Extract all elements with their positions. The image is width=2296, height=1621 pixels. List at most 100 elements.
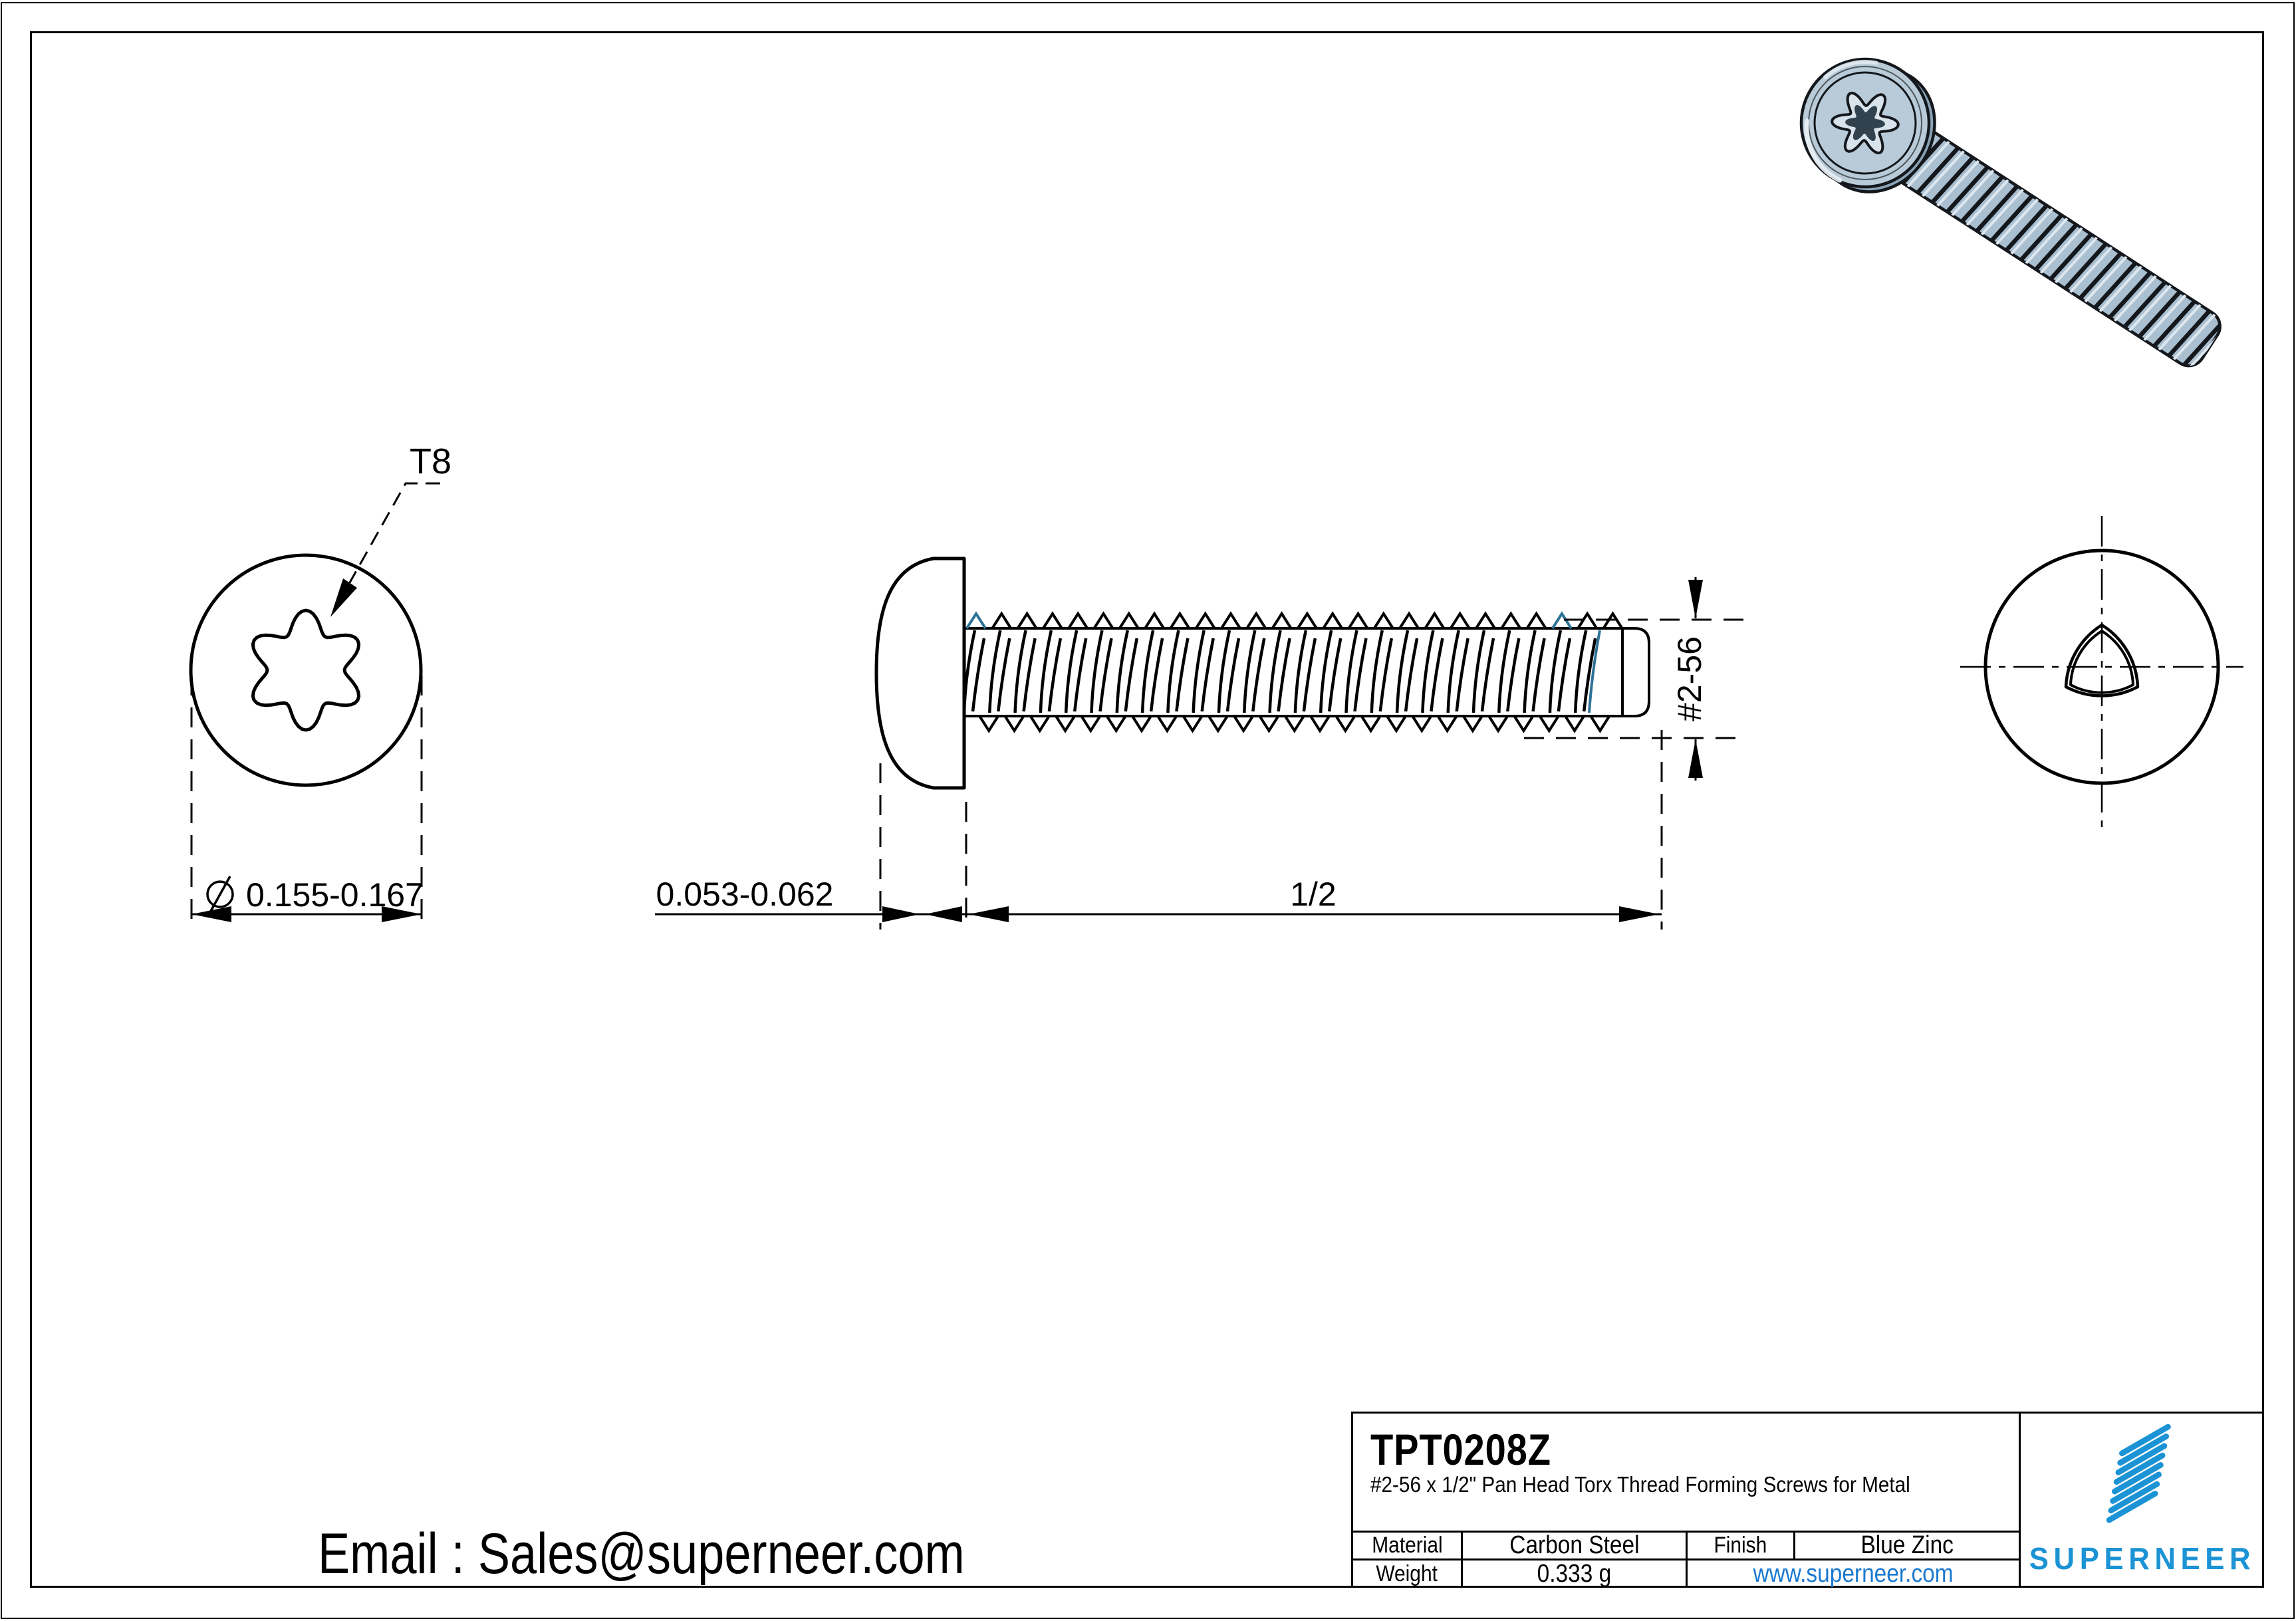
logo-stripe xyxy=(2113,1452,2166,1485)
thread-flank xyxy=(1471,630,1486,713)
thread-flank xyxy=(988,630,1002,713)
sheet-inner-frame xyxy=(30,31,2264,1588)
website-link[interactable]: www.superneer.com xyxy=(1753,1560,1954,1588)
thread-ridge-3d xyxy=(1958,173,2006,225)
thread-flank xyxy=(1557,638,1572,712)
thread-crest-bottom xyxy=(978,715,999,733)
thread-ridge-3d xyxy=(2033,221,2080,273)
part-number: TPT0208Z xyxy=(1370,1425,1551,1474)
thread-flank xyxy=(1064,630,1079,713)
thread-crest-bottom xyxy=(1080,715,1102,733)
thread-highlight-3d xyxy=(1951,169,1995,217)
thread-crest-bottom xyxy=(1055,715,1076,733)
title-block: TPT0208Z #2-56 x 1/2" Pan Head Torx Thre… xyxy=(1351,1412,2264,1588)
thread-flank xyxy=(1302,638,1317,712)
thread-ridge-3d xyxy=(2106,269,2154,321)
thread-ridge-3d xyxy=(2017,211,2065,263)
thread-flank xyxy=(1149,638,1164,712)
thread-forming-zone-flank xyxy=(1588,630,1601,713)
contact-email: Email : Sales@superneer.com xyxy=(318,1522,965,1586)
thread-crest-top xyxy=(991,611,1012,630)
thread-flank xyxy=(1421,630,1435,713)
thread-ridge-3d xyxy=(2166,307,2213,360)
thread-flank xyxy=(1200,638,1215,712)
thread-flank xyxy=(1497,630,1511,713)
thread-crest-top xyxy=(1424,611,1446,630)
thread-flank xyxy=(1531,638,1546,712)
thread-ridge-3d xyxy=(1929,154,1976,206)
thread-ridge-3d xyxy=(2136,288,2183,340)
thread-crest-top xyxy=(1042,611,1063,630)
thread-crest-bottom xyxy=(1182,715,1204,733)
thread-flank xyxy=(1523,630,1537,713)
length-arrow-right xyxy=(1619,906,1659,922)
thread-ridge-3d xyxy=(2092,259,2139,311)
material-value: Carbon Steel xyxy=(1509,1531,1640,1559)
side-view: #2-56 0.053-0.062 1/2 xyxy=(655,557,1746,930)
diameter-symbol xyxy=(206,876,234,913)
material-label: Material xyxy=(1371,1533,1443,1558)
thread-crest-top xyxy=(1450,611,1471,630)
thread-flank xyxy=(1277,638,1291,712)
material-label-cell: Material xyxy=(1353,1533,1463,1559)
thread-flank xyxy=(1047,638,1063,712)
head-highlight2-3d xyxy=(1823,60,1878,80)
weight-label-cell: Weight xyxy=(1353,1560,1463,1588)
thread-crest-top xyxy=(1373,611,1394,630)
thread-flank xyxy=(1268,630,1282,713)
t8-leader-line xyxy=(333,482,440,610)
thread-ridge-3d xyxy=(2150,298,2198,350)
thread-crest-top xyxy=(1067,611,1088,630)
trilobular-outer-outline xyxy=(2064,623,2140,697)
thread-flank xyxy=(1430,638,1444,712)
thread-ridge-3d xyxy=(1988,192,2035,244)
thread-flank xyxy=(1293,630,1308,713)
thread-crest-top xyxy=(1322,611,1343,630)
thread-flank xyxy=(1217,630,1231,713)
thread-ridge-3d xyxy=(2077,250,2124,302)
trilobular-inner-outline xyxy=(2069,630,2134,694)
thread-highlight-3d xyxy=(2069,245,2113,294)
thread-flank xyxy=(1573,630,1588,713)
thread-flank xyxy=(1140,630,1155,713)
thread-crest-bottom xyxy=(1258,715,1280,733)
thread-crest-top xyxy=(1475,611,1496,630)
thread-flank xyxy=(1506,638,1521,712)
head-ring-outer-3d xyxy=(1808,65,1922,180)
thread-flank xyxy=(1225,638,1241,712)
thread-highlight-3d xyxy=(1995,197,2039,246)
thread-crest-top xyxy=(1500,611,1521,630)
thread-crest-top xyxy=(1118,611,1140,630)
thread-crest-top xyxy=(1398,611,1420,630)
thread-flank xyxy=(1124,638,1139,712)
thread-ridge-3d xyxy=(2121,279,2168,330)
thread-crest-bottom xyxy=(1131,715,1152,733)
thread-crest-bottom xyxy=(1284,715,1305,733)
finish-label-cell: Finish xyxy=(1688,1533,1795,1559)
thread-flank xyxy=(1115,630,1129,713)
thread-dim-arrow-down xyxy=(1688,580,1703,618)
thread-highlight-3d xyxy=(1980,188,2025,236)
logo-stripe xyxy=(2106,1491,2158,1523)
torx-recess-outline xyxy=(251,608,361,732)
thread-crest-top xyxy=(1195,611,1216,630)
thread-crest-bottom xyxy=(1513,715,1535,733)
thread-highlight-3d xyxy=(2054,236,2099,284)
weight-label: Weight xyxy=(1376,1561,1438,1586)
head-ring-inner-3d xyxy=(1813,71,1917,175)
thread-flank xyxy=(1480,638,1495,712)
thread-flank xyxy=(1548,630,1563,713)
thread-flank xyxy=(1039,630,1053,713)
website-cell: www.superneer.com xyxy=(1688,1560,2019,1588)
thread-highlight-3d xyxy=(2084,255,2128,303)
thread-highlight-3d xyxy=(2172,312,2217,361)
thread-crest-top xyxy=(965,611,987,630)
thread-highlight-3d xyxy=(2099,265,2142,313)
logo-stripe xyxy=(2115,1443,2168,1475)
thread-flank xyxy=(1344,630,1358,713)
thread-crest-bottom xyxy=(1309,715,1331,733)
thread-crest-top xyxy=(1220,611,1241,630)
length-dimension-text: 1/2 xyxy=(1290,876,1337,913)
drive-size-label: T8 xyxy=(410,441,451,481)
